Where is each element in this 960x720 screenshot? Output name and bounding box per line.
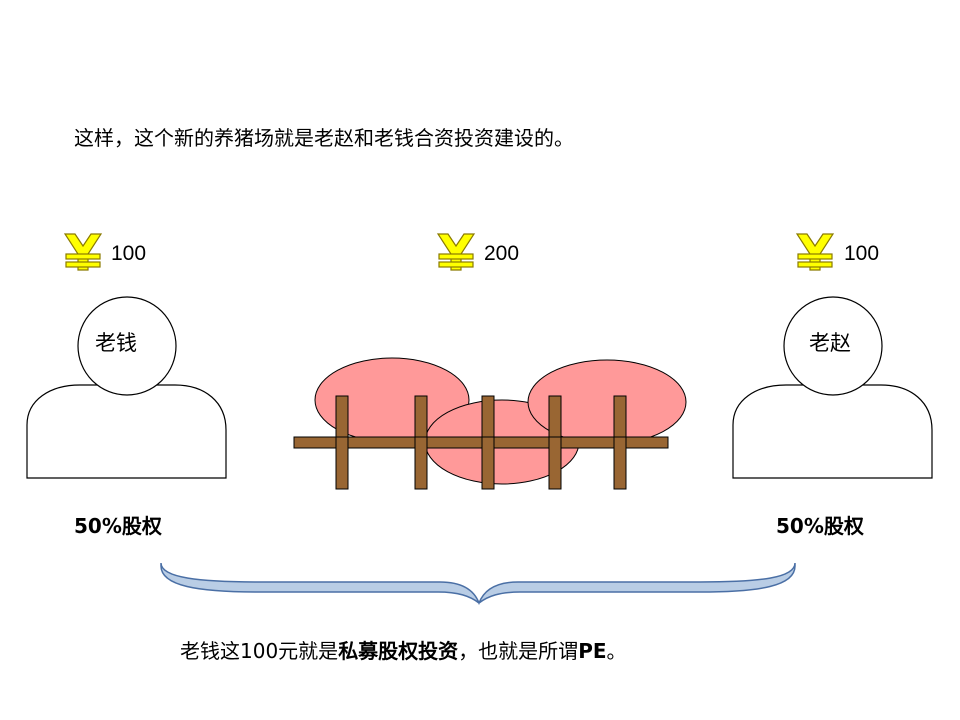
amount-farm: 200 (484, 242, 519, 266)
person-icon-left: 老钱 (27, 297, 226, 478)
caption-emphasis: PE (578, 639, 606, 663)
caption-text: 老钱这100元就是私募股权投资，也就是所谓PE。 (180, 635, 627, 664)
brace-icon (161, 563, 795, 603)
amount-right: 100 (844, 242, 879, 266)
pig-icon (315, 358, 686, 484)
caption-emphasis: 私募股权投资 (338, 639, 458, 663)
yen-icon (797, 234, 833, 270)
caption-part: 。 (607, 639, 627, 663)
yen-icon (438, 234, 474, 270)
person-icon-right: 老赵 (733, 297, 932, 478)
yen-icon (65, 234, 101, 270)
share-left: 50%股权 (74, 510, 162, 539)
amount-left: 100 (111, 242, 146, 266)
investor-name-left: 老钱 (95, 331, 137, 355)
investor-name-right: 老赵 (809, 331, 851, 355)
caption-part: 老钱这100元就是 (180, 639, 338, 663)
caption-part: ，也就是所谓 (458, 639, 578, 663)
share-right: 50%股权 (776, 510, 864, 539)
